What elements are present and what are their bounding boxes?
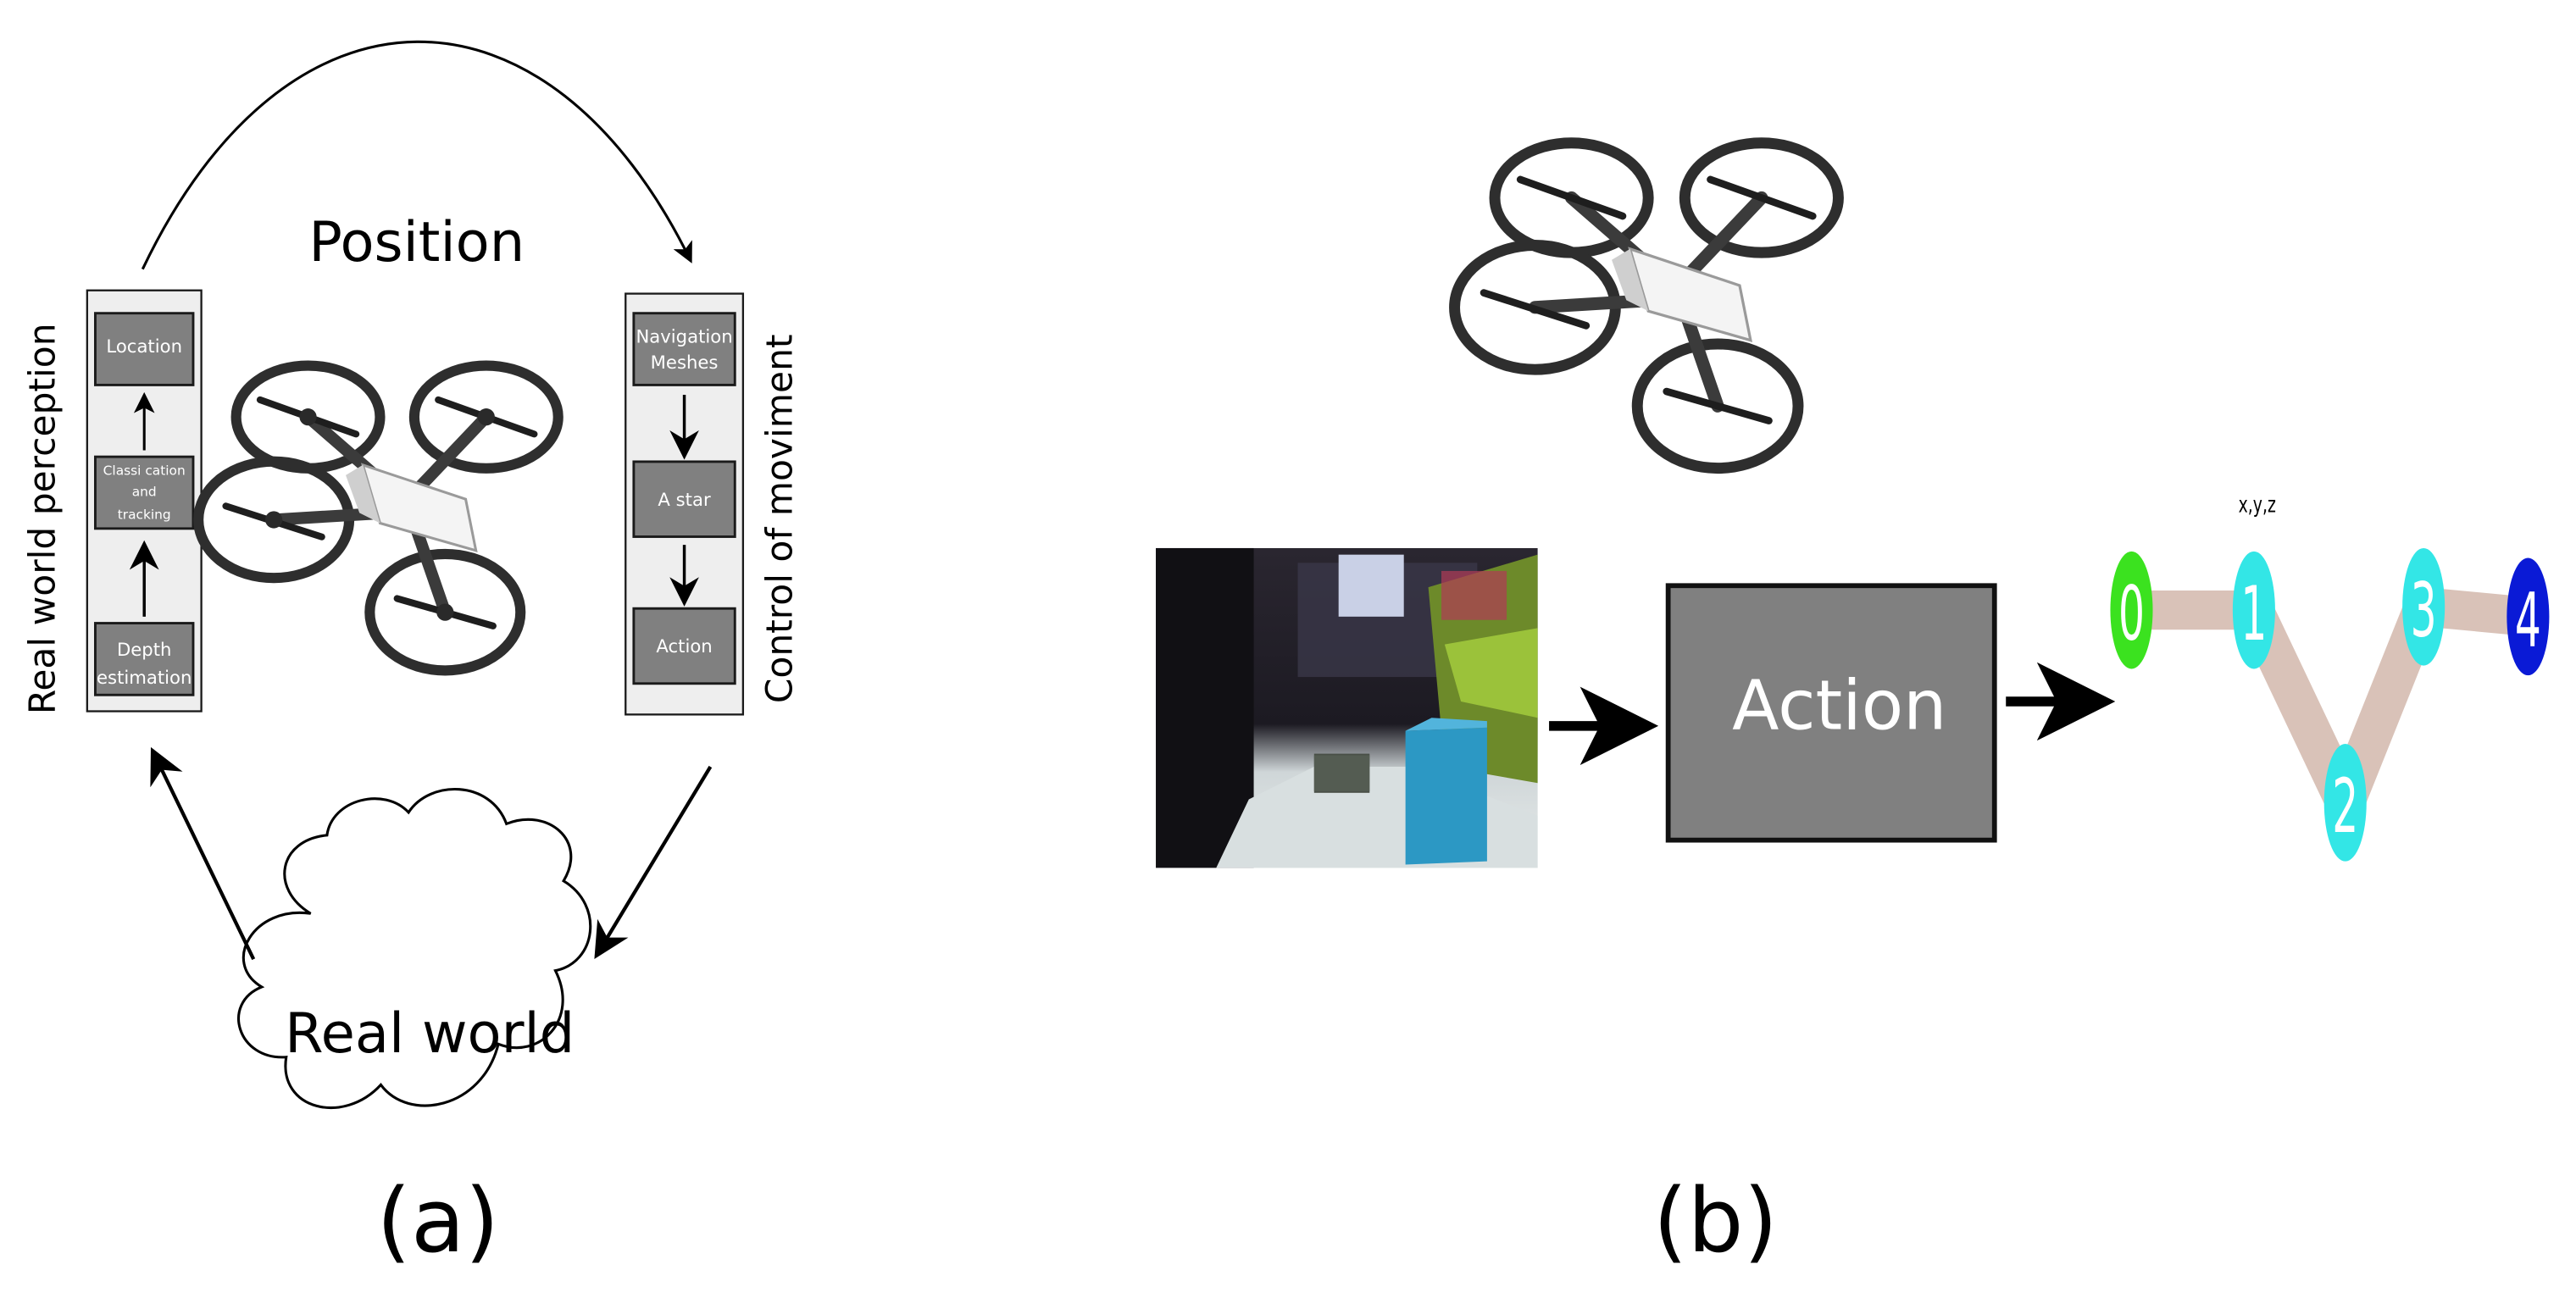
node-3	[2402, 547, 2446, 666]
node-3-label: 3	[2411, 567, 2437, 654]
cloud-label: Real world	[285, 1001, 575, 1066]
action-box-label: Action	[1732, 667, 1946, 746]
navigation-meshes-box	[632, 312, 736, 386]
drone-image-a	[193, 360, 564, 676]
classification-line3: tracking	[118, 507, 171, 522]
navigation-line1: Navigation	[636, 325, 732, 347]
panel-b: Action x,y,z 0 1 2 3 4 (b)	[1156, 137, 2550, 1273]
top-curved-arrow	[141, 40, 692, 270]
depth-box	[94, 622, 195, 696]
node-0	[2110, 551, 2153, 669]
classification-line1: Classi cation	[103, 463, 186, 478]
navigation-line2: Meshes	[651, 352, 719, 373]
node-1	[2232, 551, 2275, 669]
astar-label: A star	[658, 489, 711, 510]
panel-a-label: (a)	[376, 1169, 499, 1273]
arrow-control-to-cloud	[594, 765, 713, 959]
location-box-label: Location	[106, 335, 182, 357]
panel-b-label: (b)	[1653, 1169, 1778, 1273]
panel-a: Position Real world perception Control o…	[21, 40, 801, 1273]
drone-image-b	[1449, 137, 1844, 474]
position-label: Position	[308, 210, 525, 274]
classification-box	[94, 455, 195, 530]
action-small-box	[632, 607, 736, 685]
node-1-label: 1	[2240, 570, 2267, 657]
classification-line2: and	[132, 484, 157, 499]
depth-line1: Depth	[117, 639, 172, 660]
left-side-label: Real world perception	[21, 323, 63, 714]
node-2-label: 2	[2332, 762, 2358, 850]
location-box	[94, 312, 195, 386]
arrow-cloud-to-perception	[150, 746, 256, 961]
coord-label: x,y,z	[2239, 491, 2276, 518]
action-small-label: Action	[656, 635, 712, 657]
astar-box	[632, 460, 736, 538]
depth-line2: estimation	[97, 667, 192, 688]
node-0-label: 0	[2118, 570, 2145, 657]
right-side-label: Control of moviment	[759, 334, 801, 703]
node-4	[2507, 557, 2550, 676]
camera-view-image	[1156, 547, 1538, 868]
action-box	[1665, 583, 1997, 843]
path-graph: x,y,z 0 1 2 3 4	[2110, 491, 2550, 862]
real-world-cloud	[237, 788, 592, 1110]
node-2	[2323, 744, 2367, 862]
node-4-label: 4	[2515, 577, 2541, 664]
